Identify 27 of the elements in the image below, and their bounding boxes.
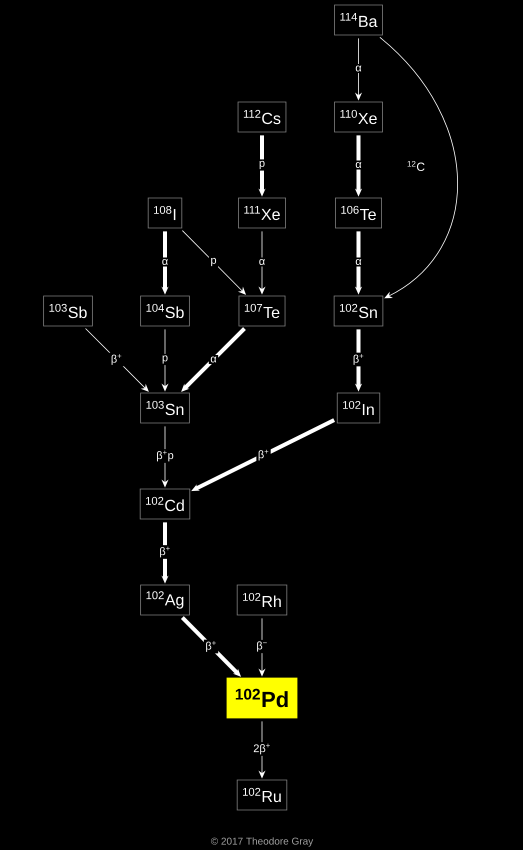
nuclide-box: $^{112}$Cs [238,102,286,132]
nuclide-box: $^{104}$Sb [140,296,190,326]
edge-label: β$^{+}$ [109,352,124,366]
nuclide-box: $^{102}$In [336,392,380,424]
nuclide-box: $^{106}$Te [335,198,382,228]
nuclide-box: $^{108}$I [148,198,182,228]
edge-label: $^{12}$C [408,160,425,172]
edge-label: β$^{+}$ [351,352,366,366]
nuclide-box: $^{103}$Sn [140,392,190,424]
nuclide-box: $^{102}$Sn [334,296,384,326]
nuclide-box: $^{107}$Te [238,296,286,326]
nuclide-box: $^{102}$Cd [140,488,190,520]
nuclide-box: $^{114}$Ba [334,4,383,36]
edge-label: β$^{+}$ [158,545,172,559]
nuclide-box: $^{102}$Ag [140,584,190,616]
nuclide-box: $^{102}$Ru [236,780,288,810]
nuclide-box: $^{102}$Rh [236,584,288,616]
nuclide-box: $^{111}$Xe [238,198,286,228]
highlighted-nuclide-box: $^{102}$Pd [226,678,298,718]
edge-label: β$^{+}$p [154,449,176,463]
edge-label: β$^{+}$ [204,640,218,654]
nuclide-box: $^{110}$Xe [334,102,383,132]
copyright-text: © 2017 Theodore Gray [210,837,314,847]
edge-label: 2β$^{+}$ [252,742,272,756]
curved-arrow [379,36,458,298]
nuclide-box: $^{103}$Sb [43,296,93,326]
arrow [85,328,149,392]
